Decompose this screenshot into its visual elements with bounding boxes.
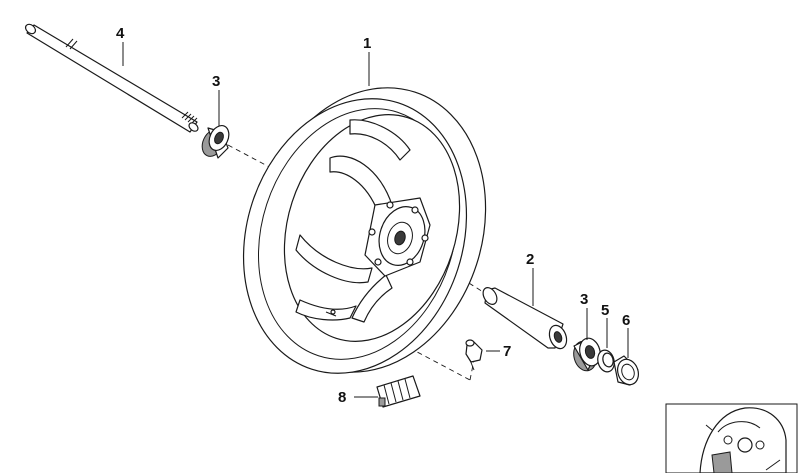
callout-3-right: 3 [580, 291, 588, 308]
callout-5: 5 [601, 302, 609, 319]
callout-3-left: 3 [212, 73, 220, 90]
callout-8: 8 [338, 389, 346, 406]
wheel-spokes [295, 119, 411, 323]
callout-labels: 4 1 3 2 3 5 6 7 8 [116, 25, 630, 406]
callout-4: 4 [116, 25, 125, 42]
bearing-left [201, 125, 230, 159]
callout-6: 6 [622, 312, 630, 329]
wheel-hub [364, 197, 431, 277]
spacer-sleeve [482, 287, 568, 350]
valve [465, 339, 483, 371]
callout-1: 1 [363, 35, 371, 52]
axle [24, 23, 199, 133]
callout-7: 7 [503, 343, 511, 360]
motorcycle-thumbnail-icon [665, 403, 798, 473]
bearing-right [573, 337, 601, 372]
cap-nut [613, 355, 639, 386]
leader-lines [122, 42, 629, 398]
balance-weight [376, 375, 421, 408]
wheel-rim [242, 87, 487, 374]
ring [597, 349, 615, 373]
callout-2: 2 [526, 251, 534, 268]
